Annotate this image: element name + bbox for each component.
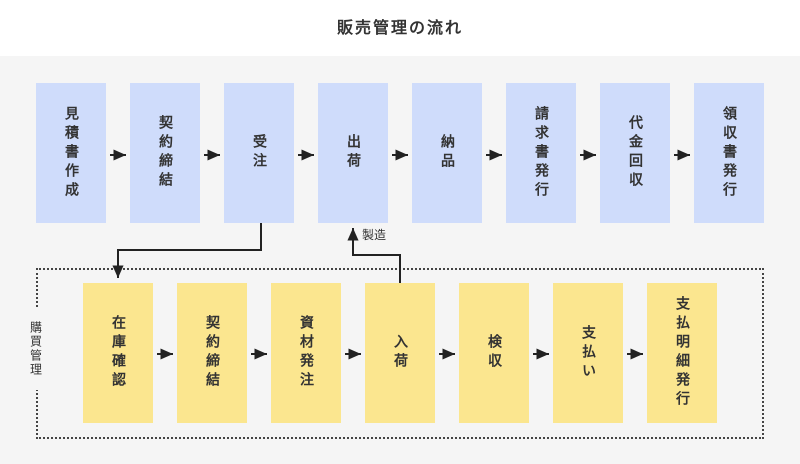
receiving-to-shipping-connector (347, 228, 401, 283)
sales-step-4: 出荷 (318, 83, 388, 223)
sales-step-1: 見積書作成 (36, 83, 106, 223)
purchase-step-4: 入荷 (365, 283, 435, 423)
purchase-step-7: 支払明細発行 (647, 283, 717, 423)
sales-step-5: 納品 (412, 83, 482, 223)
purchase-management-label: 購買管理 (22, 308, 50, 390)
purchase-step-2: 契約締結 (177, 283, 247, 423)
purchase-step-1: 在庫確認 (83, 283, 153, 423)
sales-step-6: 請求書発行 (506, 83, 576, 223)
sales-step-3: 受注 (224, 83, 294, 223)
purchase-step-3: 資材発注 (271, 283, 341, 423)
purchase-step-5: 検収 (459, 283, 529, 423)
purchase-management-label-text: 購買管理 (28, 321, 43, 377)
order-to-inventory-connector (112, 223, 262, 278)
purchase-step-6: 支払い (553, 283, 623, 423)
sales-step-2: 契約締結 (130, 83, 200, 223)
manufacturing-label: 製造 (362, 228, 387, 242)
diagram-title: 販売管理の流れ (336, 18, 463, 37)
sales-step-8: 領収書発行 (694, 83, 764, 223)
sales-step-7: 代金回収 (600, 83, 670, 223)
